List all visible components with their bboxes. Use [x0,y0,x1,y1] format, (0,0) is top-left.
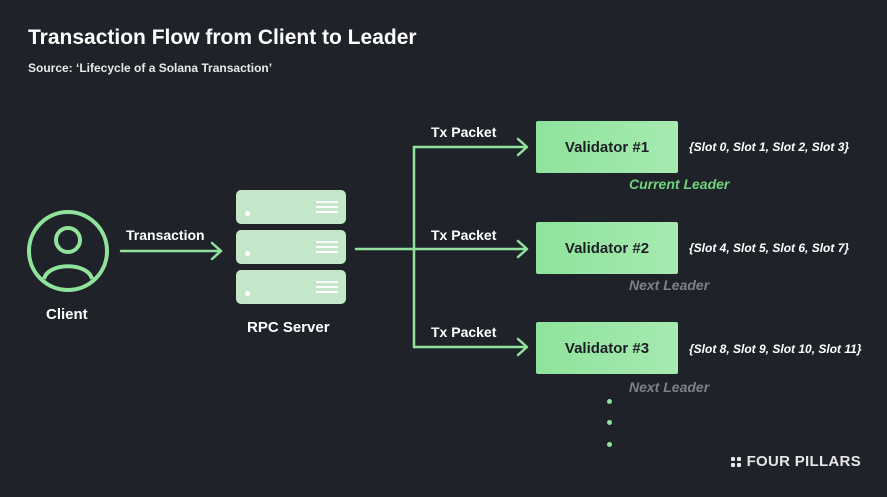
server-unit [236,270,346,304]
validator-3-box: Validator #3 [536,322,678,374]
tx-packet-label-3: Tx Packet [431,324,497,340]
validator-1-box: Validator #1 [536,121,678,173]
four-pillars-icon [730,456,741,467]
validator-1-role: Current Leader [629,176,730,192]
validator-3-role: Next Leader [629,379,710,395]
transaction-label: Transaction [126,227,205,243]
server-unit [236,190,346,224]
validator-1-label: Validator #1 [564,138,650,156]
validator-1-slots: {Slot 0, Slot 1, Slot 2, Slot 3} [689,140,850,154]
validator-2-role: Next Leader [629,277,710,293]
rpc-server-label: RPC Server [247,319,330,336]
brand-name: FOUR PILLARS [746,453,861,470]
tx-packet-label-2: Tx Packet [431,227,497,243]
page-subtitle: Source: ‘Lifecycle of a Solana Transacti… [28,61,273,75]
client-label: Client [46,306,88,323]
validator-3-label: Validator #3 [564,339,650,357]
server-unit [236,230,346,264]
validator-3-slots: {Slot 8, Slot 9, Slot 10, Slot 11} [689,342,862,356]
validator-2-box: Validator #2 [536,222,678,274]
user-icon [27,210,109,292]
page-title: Transaction Flow from Client to Leader [28,26,417,49]
brand-logo: FOUR PILLARS [730,453,861,470]
tx-packet-label-1: Tx Packet [431,124,497,140]
validator-2-label: Validator #2 [564,239,650,257]
validator-2-slots: {Slot 4, Slot 5, Slot 6, Slot 7} [689,241,850,255]
